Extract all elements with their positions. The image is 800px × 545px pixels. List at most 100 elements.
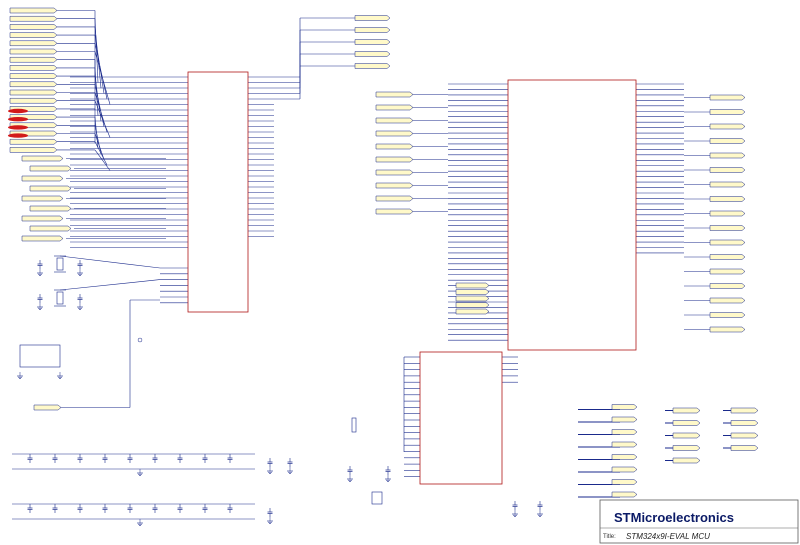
u1b-net-trace_d2-flag [375,182,414,189]
left-wire [94,133,105,160]
u1b-rnet-lcd_clk-flag [709,254,746,260]
u1b-rnet-fmc_nbl2-flag [709,196,746,202]
left-net-mii_mdio-flag [9,56,58,63]
usb-marker-icon [8,117,28,122]
port-bus-pf015-flag [730,432,759,439]
left-net-mii_crs-flag [9,40,58,47]
port-bus-pe015-flag [672,432,701,439]
left-wire [94,51,111,105]
mid-net-mc_ns-flag [29,185,72,192]
mid-net-usb_fs2_dm-flag [29,225,72,232]
reset-net-flag [33,404,62,411]
bus-flag-0-flag [611,404,638,410]
left-net-phy_int-flag [9,65,58,71]
u1b-rnet-usb_fs1_id-flag [709,167,746,173]
net-sd_clk-flag [354,39,391,45]
left-net-par_pclk-flag [9,81,58,88]
u1b-net-fmc_noe-flag [375,91,414,98]
u1b-net-fmc_ne1-flag [375,117,414,124]
title-block: STMicroelectronics Title: STM324x9I-EVAL… [599,499,799,544]
u1b-rnet-fmc_nbl3-flag [709,210,746,217]
left-net-mii_tx_clk-flag [9,32,58,38]
left-net-otg_hs_vbus-flag [9,97,58,104]
crystal-icon [56,257,64,271]
title-label: Title: [603,534,616,540]
u1b-net-trace_d3-flag [375,195,414,202]
battery-icon [371,491,383,505]
mid-net-trst-flag [21,195,64,202]
ferrite-bead-icon [351,417,357,433]
wire-layer [12,10,731,526]
boot-switch-icon [137,337,143,343]
sai-net-sai1_sdb-flag [455,302,490,308]
port-bus-pb015-flag [730,407,759,414]
bus-flag-6-flag [611,479,638,485]
u1b-net-fmc_nwe-flag [375,104,414,111]
u1b-rnet-led2-flag [709,109,746,115]
left-wire [94,125,102,155]
sai-net-sai1_fs-flag [455,289,490,295]
u1b-rnet-lcd_hsync-flag [709,239,746,246]
left-net-mii_col-flag [9,89,58,96]
mid-net-mc_na-flag [21,175,64,182]
net-sd_cmd-flag [354,51,391,57]
bus-flag-2-flag [611,429,638,435]
bus-flag-4-flag [611,454,638,460]
left-net-usart1_tx-flag [9,24,58,30]
usb-marker-icon [8,108,28,114]
u1b-rnet-led3-flag [709,123,746,130]
u1b-rnet-led4-flag [709,138,746,144]
port-bus-pc015-flag [672,420,701,426]
sheet-title: STM324x9I-EVAL MCU [626,532,710,541]
net-sai1_mclk-flag [354,27,391,33]
u1b-net-trace_ck-flag [375,143,414,150]
port-bus-ph015-flag [730,445,759,451]
port-bus-pg015-flag [672,445,701,451]
mid-net-usb_fs2_dp-flag [21,235,64,242]
crystal-wire [59,279,161,291]
u1b-rnet-ulpi_dir-flag [709,268,746,275]
usb-marker-icon [8,133,28,138]
left-net-mii_rx_clk-flag [9,48,58,55]
u1b-rnet-ext_int-flag [709,297,746,304]
u1b-rnet-mii_rxd1-flag [709,312,746,318]
net-ulpi_stp-flag [354,15,391,21]
bus-flag-5-flag [611,466,638,473]
left-wire [94,141,108,166]
mid-net-i2c1_sda-flag [29,205,72,212]
u1b-net-trace_d0-flag [375,156,414,163]
mid-net-i2c1_ck-flag [29,165,72,172]
u1b-rnet-mii_rx_er-flag [709,181,746,188]
u1b-net-fmc_nwait-flag [375,130,414,137]
u1b-rnet-lcd_vsync-flag [709,225,746,231]
u1b-rnet-ulpi_nxt-flag [709,283,746,289]
sai-net-sai1_sck-flag [455,282,490,289]
left-net-jtck-swclk-flag [9,138,58,145]
reset-switch-icon [19,344,61,368]
u1b-net-trace_d1-flag [375,169,414,176]
mid-net-usb_fs2_vbus-flag [21,215,64,222]
u1b-rnet-led1-flag [709,94,746,101]
chip-layer [8,7,759,505]
usb-marker-icon [8,125,28,130]
port-bus-pd015-flag [730,420,759,426]
port-bus-pi015-flag [672,457,701,464]
u1a-body [187,71,249,313]
net-tamper_key-flag [354,63,391,69]
u1c-body [419,351,503,485]
port-bus-pa015-flag [672,407,701,414]
bus-flag-1-flag [611,416,638,423]
u1b-body [507,79,637,351]
left-net-mii_emergency_stop-flag [9,73,58,79]
u1b-rnet-fmc_sdne1-flag [709,326,746,333]
crystal-wire [59,255,161,269]
left-net-mii_rxd3-flag [9,15,58,22]
left-net-mii_txd3-flag [9,7,58,14]
left-wire [94,149,111,171]
left-net-jtdi-flag [9,147,58,153]
sai-net-sai1_mclkb-flag [455,295,490,302]
left-wire [94,43,108,100]
u1b-rnet-sdclk-flag [709,152,746,159]
left-wire [94,100,111,138]
